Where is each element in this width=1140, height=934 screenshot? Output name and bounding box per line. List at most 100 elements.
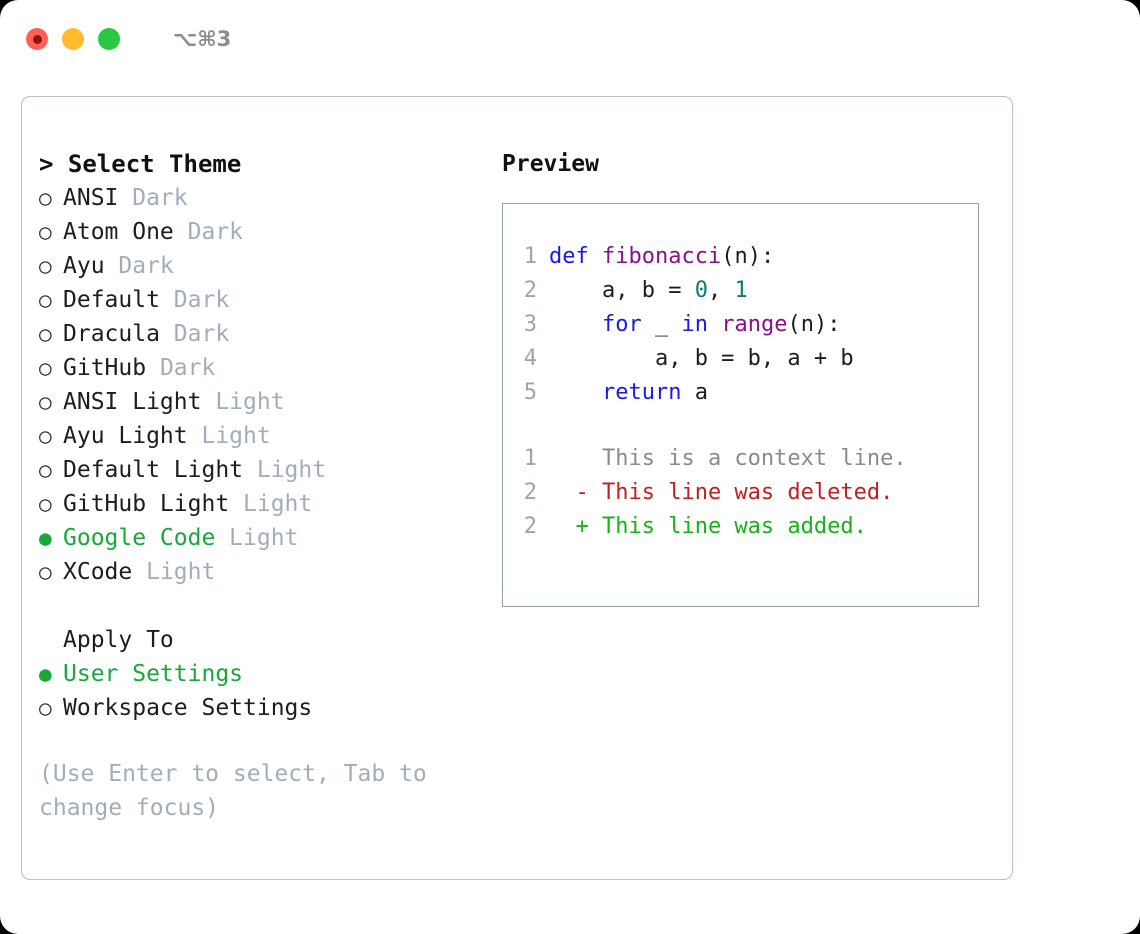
theme-option-default[interactable]: ○ Default Dark [39,283,502,317]
code-line: 4 a, b = b, a + b [503,342,978,376]
theme-option-variant: Light [132,559,216,585]
diff-sample: 1 This is a context line. 2 - This line w… [503,442,978,544]
code-token-pun: a, b = [549,278,695,303]
radio-unselected-icon: ○ [39,356,52,380]
select-theme-heading: > Select Theme [39,150,242,178]
line-number: 2 [523,514,537,539]
main-panel: > Select Theme ○ANSI Dark○Atom One Dark○… [21,96,1013,880]
code-token-pun: , [707,278,735,303]
preview-heading: Preview [502,151,599,177]
theme-option-label: GitHub Light [63,491,230,517]
theme-option-label: Ayu Light [63,423,188,449]
radio-unselected-icon: ○ [39,288,52,312]
theme-option-variant: Light [229,491,313,517]
line-number: 2 [523,480,537,505]
radio-unselected-icon: ○ [39,492,52,516]
minimize-window-button[interactable] [62,28,84,50]
radio-unselected-icon: ○ [39,220,52,244]
theme-option-variant: Dark [146,355,216,381]
theme-option-variant: Dark [104,253,174,279]
theme-picker-column: > Select Theme ○ANSI Dark○Atom One Dark○… [22,97,502,879]
theme-option-label: Dracula [63,321,160,347]
apply-to-option-label: User Settings [63,661,244,687]
theme-option-label: Ayu [63,253,105,279]
code-token-pun: (n): [721,244,775,269]
code-token-kw: return [601,380,682,405]
keyboard-shortcut-label: ⌥⌘3 [173,27,232,51]
code-token-kw: def [549,244,602,269]
theme-option-default-light[interactable]: ○ Default Light Light [39,453,502,487]
theme-option-label: ANSI Light [63,389,202,415]
theme-option-ansi-light[interactable]: ○ ANSI Light Light [39,385,502,419]
radio-unselected-icon: ○ [39,390,52,414]
line-number: 2 [523,278,537,303]
radio-unselected-icon: ○ [39,458,52,482]
code-line: 3 for _ in range(n): [503,308,978,342]
radio-unselected-icon: ○ [39,186,52,210]
theme-option-variant: Dark [159,321,230,347]
theme-option-label: Default [63,287,160,313]
diff-line-content: + This line was added. [549,514,867,539]
apply-to-option-workspace-settings[interactable]: ○ Workspace Settings [39,691,502,725]
radio-selected-icon: ● [39,526,52,550]
diff-line-content: - This line was deleted. [549,480,894,505]
code-token-fn: fibonacci [601,244,722,269]
theme-option-dracula[interactable]: ○Dracula Dark [39,317,502,351]
theme-option-variant: Dark [159,287,230,313]
theme-option-variant: Dark [118,185,188,211]
code-token-kw: for [601,312,642,337]
theme-option-variant: Light [243,457,327,483]
code-token-pun: (n): [787,312,841,337]
theme-option-google-code[interactable]: ● Google Code Light [39,521,502,555]
radio-unselected-icon: ○ [39,424,52,448]
line-number: 5 [523,380,537,405]
theme-option-github-light[interactable]: ○ GitHub Light Light [39,487,502,521]
list-spacer [39,589,502,623]
theme-option-label: ANSI [63,185,119,211]
theme-option-variant: Light [201,389,285,415]
theme-option-label: Default Light [63,457,244,483]
close-icon [32,34,42,44]
traffic-light-group [26,28,120,50]
theme-option-label: Atom One [63,219,174,245]
theme-option-label: Google Code [63,525,216,551]
code-line-content: return a [549,376,708,410]
diff-line: 2 + This line was added. [503,510,978,544]
code-token-fn: range [721,312,788,337]
code-token-pun [708,312,721,337]
code-token-pun [549,312,602,337]
theme-option-atom-one[interactable]: ○Atom One Dark [39,215,502,249]
radio-unselected-icon: ○ [39,254,52,278]
theme-option-github[interactable]: ○GitHub Dark [39,351,502,385]
theme-option-ayu[interactable]: ○ Ayu Dark [39,249,502,283]
theme-option-variant: Light [215,525,299,551]
theme-option-variant: Light [187,423,271,449]
theme-option-ansi[interactable]: ○ ANSI Dark [39,181,502,215]
close-window-button[interactable] [26,28,48,50]
line-number: 1 [523,446,537,471]
theme-option-label: XCode [63,559,133,585]
code-token-kw: in [681,312,708,337]
apply-to-option-user-settings[interactable]: ●User Settings [39,657,502,691]
maximize-window-button[interactable] [98,28,120,50]
code-token-pun: a, b = b, a + b [549,346,854,371]
apply-to-heading: Apply To [63,627,174,653]
line-number: 3 [523,312,537,337]
diff-line-content: This is a context line. [549,446,907,471]
diff-line: 2 - This line was deleted. [503,476,978,510]
apply-to-list: ●User Settings ○ Workspace Settings [39,657,502,725]
code-token-pun: _ [641,312,682,337]
apply-to-option-label: Workspace Settings [63,695,313,721]
radio-unselected-icon: ○ [39,696,52,720]
code-token-pun [549,380,602,405]
theme-option-ayu-light[interactable]: ○ Ayu Light Light [39,419,502,453]
line-number: 4 [523,346,537,371]
theme-list: ○ ANSI Dark ○ Atom One Dark ○ Ayu Dark ○ Defaul… [39,181,502,589]
code-token-num: 0 [694,278,708,303]
theme-option-xcode[interactable]: ○XCode Light [39,555,502,589]
code-line-content: a, b = 0, 1 [549,274,748,308]
